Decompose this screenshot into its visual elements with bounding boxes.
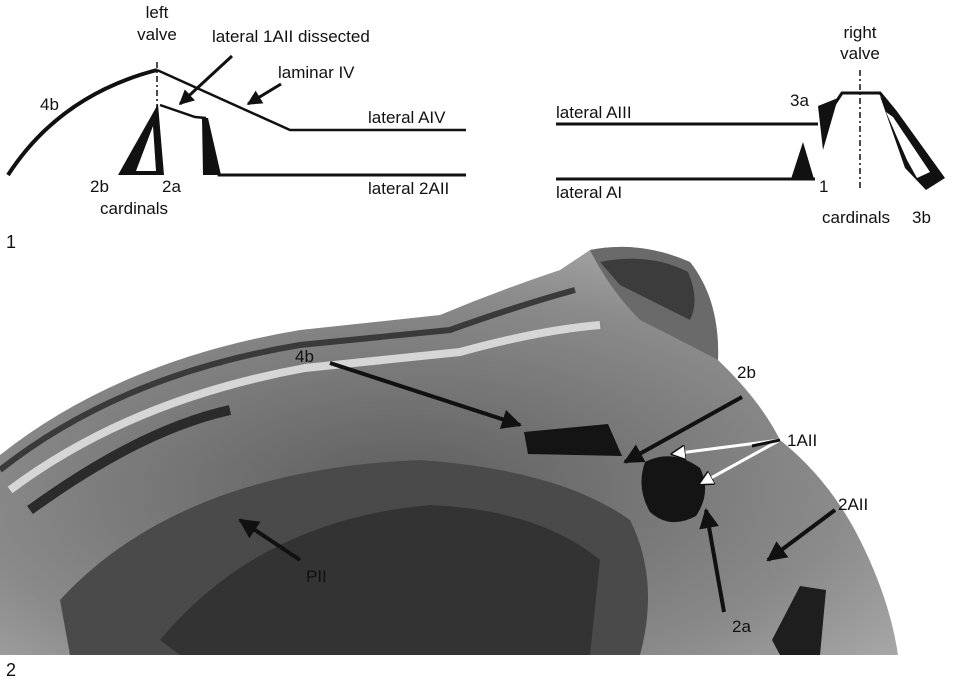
cardinal-2a — [202, 118, 221, 175]
label-2a-micrograph: 2a — [732, 617, 751, 636]
left-valve-label-1: left — [146, 3, 169, 22]
panel-number-1: 1 — [6, 232, 16, 252]
label-2a-schematic: 2a — [162, 177, 181, 196]
label-laminar-IV: laminar IV — [278, 63, 355, 82]
left-valve-label-2: valve — [137, 25, 177, 44]
label-3a: 3a — [790, 91, 809, 110]
label-4b-micrograph: 4b — [295, 347, 314, 366]
right-valve-label-2: valve — [840, 44, 880, 63]
arrow-lateral-1AII — [180, 56, 232, 104]
cardinal-3a — [818, 98, 838, 150]
label-lateral-2AII: lateral 2AII — [368, 179, 449, 198]
arrow-laminar-IV — [248, 84, 281, 104]
panel-2-micrograph: 4b 2b 1AII 2AII PII 2a 2 — [0, 247, 898, 680]
label-2b-micrograph: 2b — [737, 363, 756, 382]
label-2b-schematic: 2b — [90, 177, 109, 196]
label-cardinals-right: cardinals — [822, 208, 890, 227]
label-lateral-AIV: lateral AIV — [368, 108, 446, 127]
panel-number-2: 2 — [6, 660, 16, 680]
cardinal-1 — [791, 142, 814, 179]
panel-1-diagram: left valve lateral 1AII dissected lamina… — [6, 3, 945, 252]
right-valve-label-1: right — [843, 23, 876, 42]
label-cardinals-left: cardinals — [100, 199, 168, 218]
label-2AII-micrograph: 2AII — [838, 495, 868, 514]
cavity-1AII — [641, 456, 705, 522]
label-1AII-micrograph: 1AII — [787, 431, 817, 450]
label-lateral-1AII-dissected: lateral 1AII dissected — [212, 27, 370, 46]
label-3b: 3b — [912, 208, 931, 227]
right-valve-schematic — [556, 70, 945, 190]
cardinal-3b — [880, 96, 945, 190]
label-lateral-AIII: lateral AIII — [556, 103, 632, 122]
lateral-1AII-line — [160, 105, 206, 118]
label-4b-schematic: 4b — [40, 95, 59, 114]
label-1-right: 1 — [819, 177, 828, 196]
label-lateral-AI: lateral AI — [556, 183, 622, 202]
label-PII: PII — [306, 567, 327, 586]
